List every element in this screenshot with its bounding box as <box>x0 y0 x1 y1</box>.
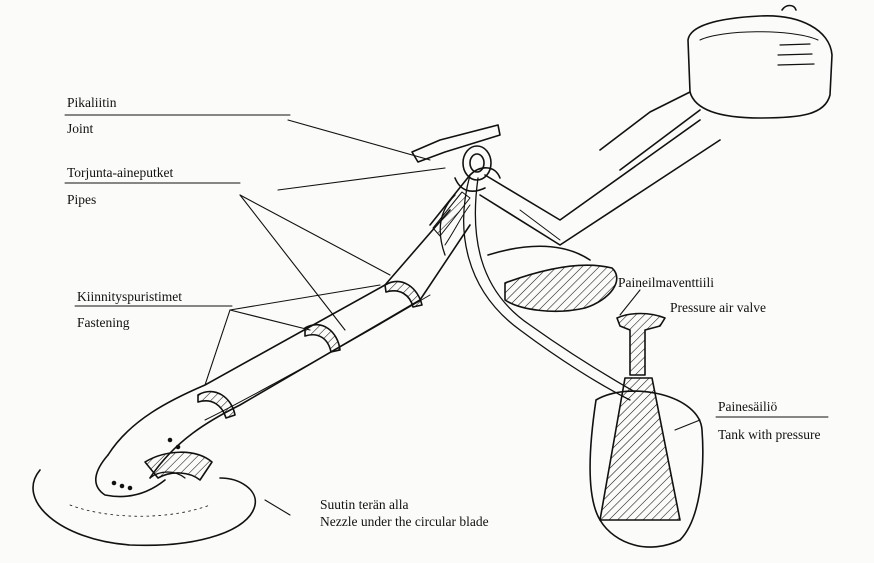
label-fastening-fi: Kiinnityspuristimet <box>77 290 182 304</box>
label-fastening-en: Fastening <box>77 316 130 330</box>
main-shaft <box>108 210 470 478</box>
label-joint-en: Joint <box>67 122 93 136</box>
pressure-tank <box>590 378 703 547</box>
label-tank-fi: Painesäiliö <box>718 400 777 414</box>
label-underlines <box>65 115 828 417</box>
fastening-clamps <box>198 282 422 418</box>
circular-blade <box>33 470 255 545</box>
pressure-air-valve <box>617 314 665 376</box>
label-valve-en: Pressure air valve <box>670 301 766 315</box>
handle-grip <box>505 265 617 311</box>
label-tank-en: Tank with pressure <box>718 428 821 442</box>
label-joint-fi: Pikaliitin <box>67 96 117 110</box>
label-nozzle-fi: Suutin terän alla <box>320 498 408 512</box>
label-valve-fi: Paineilmaventtiili <box>618 276 714 290</box>
label-pipes-en: Pipes <box>67 193 96 207</box>
label-nozzle-en: Nezzle under the circular blade <box>320 515 489 529</box>
label-pipes-fi: Torjunta-aineputket <box>67 166 173 180</box>
engine-housing <box>600 6 832 171</box>
